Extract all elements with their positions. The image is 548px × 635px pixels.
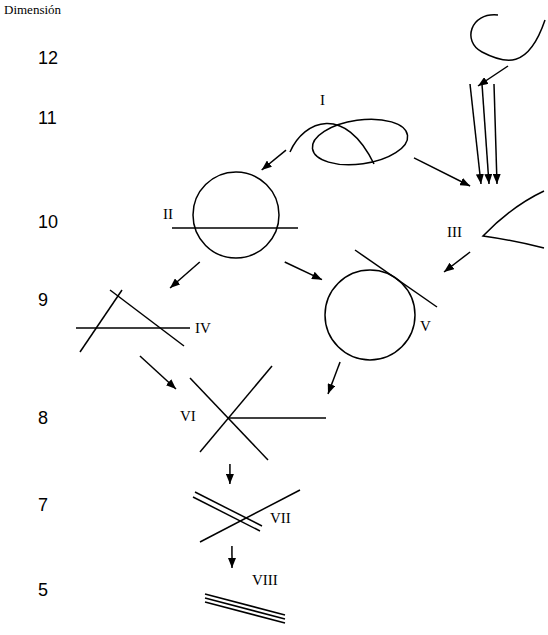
axis-title: Dimensión	[4, 2, 61, 17]
stage-figure: IV	[72, 288, 224, 356]
stage-stroke	[205, 598, 285, 619]
flow-arrow	[478, 66, 508, 86]
stage-stroke	[80, 290, 122, 352]
stage-stroke	[228, 417, 326, 419]
stage-outline	[442, 186, 546, 252]
transition-arrow	[328, 362, 340, 394]
dimension-number: 10	[38, 212, 58, 232]
stage-figure: V	[322, 246, 444, 362]
stage-stroke	[193, 172, 279, 258]
transition-arrow	[444, 252, 470, 272]
transition-arrow	[170, 262, 200, 288]
stage-stroke	[110, 290, 184, 346]
dimension-number: 7	[38, 495, 48, 515]
stage-stroke	[355, 250, 437, 307]
stage-outline	[286, 90, 414, 168]
transition-arrow	[262, 150, 286, 170]
roman-numeral: IV	[195, 320, 211, 337]
roman-numeral: III	[447, 224, 462, 241]
flow-arrow	[482, 84, 489, 184]
stage-stroke	[200, 366, 272, 452]
roman-numeral: VIII	[252, 572, 278, 589]
transition-arrow	[229, 464, 231, 484]
stage-outline	[322, 246, 444, 362]
roman-numeral: V	[420, 318, 431, 335]
stage-figure: II	[158, 170, 302, 262]
source-curve	[471, 15, 545, 61]
stage-stroke	[205, 602, 285, 623]
stage-stroke	[290, 123, 374, 164]
dimension-number: 9	[38, 290, 48, 310]
roman-numeral: VI	[180, 408, 196, 425]
roman-numeral: I	[320, 92, 325, 109]
dimension-number: 12	[38, 48, 58, 68]
flow-arrow	[470, 84, 481, 184]
roman-numeral: II	[163, 206, 173, 223]
stage-figure: VII	[190, 484, 304, 546]
stage-figure: VIII	[198, 568, 298, 630]
stage-stroke	[325, 270, 415, 360]
transition-arrow	[231, 546, 233, 568]
stage-stroke	[193, 497, 260, 531]
stage-outline	[198, 568, 298, 630]
dimension-number: 11	[38, 108, 57, 128]
flow-arrow	[494, 84, 497, 184]
stage-stroke	[483, 191, 544, 248]
dimension-number: 5	[38, 580, 48, 600]
transition-arrow	[414, 158, 470, 186]
stage-figure: III	[442, 186, 546, 252]
stage-outline	[158, 170, 302, 262]
stage-outline	[176, 364, 328, 464]
transition-arrow	[285, 262, 322, 280]
stage-figure: I	[286, 90, 414, 168]
dimension-number: 8	[38, 408, 48, 428]
transition-arrow	[140, 356, 176, 389]
stage-stroke	[172, 227, 298, 229]
stage-stroke	[76, 327, 190, 329]
stage-stroke	[195, 492, 262, 526]
stage-stroke	[190, 378, 268, 460]
roman-numeral: VII	[270, 510, 291, 527]
stage-figure: VI	[176, 364, 328, 464]
stage-stroke	[200, 490, 300, 542]
